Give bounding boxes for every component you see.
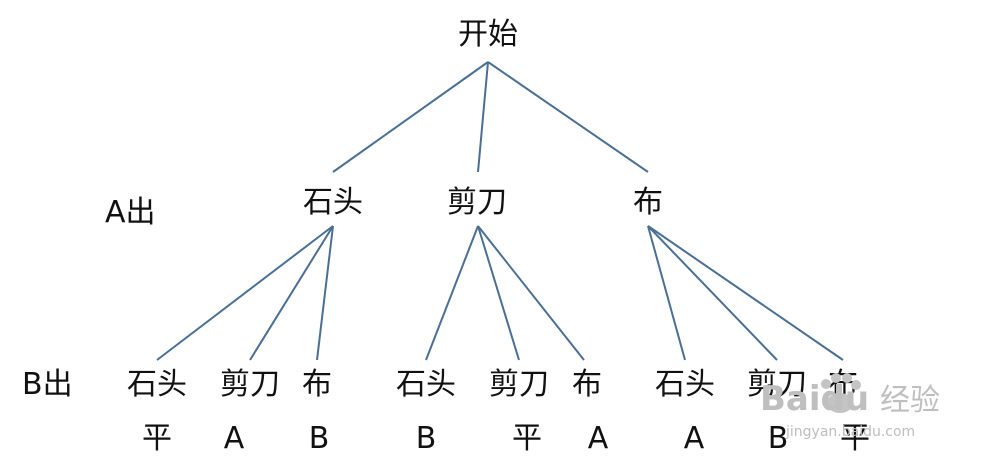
edge-a-rock-to-b-rock: [156, 225, 334, 361]
watermark-logo-text: Baidu: [760, 379, 869, 419]
b-node-rock-3: 石头: [655, 367, 715, 402]
b-node-scissors-2: 剪刀: [489, 367, 549, 402]
b-node-scissors-3: 剪刀: [747, 367, 807, 402]
b-result-5: 平: [512, 421, 542, 456]
a-node-rock: 石头: [303, 185, 363, 220]
level-label-b: B出: [22, 367, 73, 402]
watermark-url: jingyan.baidu.com: [785, 424, 915, 440]
edge-a-paper-to-b-scissors: [647, 225, 778, 361]
b-result-7: A: [684, 421, 705, 456]
b-result-6: A: [588, 421, 609, 456]
b-node-paper-1: 布: [302, 367, 332, 402]
edge-a-rock-to-b-paper: [316, 225, 334, 361]
b-result-9: 平: [840, 421, 870, 456]
root-node-start: 开始: [458, 17, 518, 52]
baidu-jingyan-watermark: Baidu 经验 jingyan.baidu.com: [760, 373, 940, 440]
b-result-3: B: [309, 421, 330, 456]
tree-edges: [156, 61, 844, 361]
edge-root-to-a-scissors: [477, 61, 489, 173]
b-result-2: A: [224, 421, 245, 456]
b-node-rock-1: 石头: [127, 367, 187, 402]
b-result-8: B: [768, 421, 789, 456]
edge-a-paper-to-b-rock: [647, 225, 686, 361]
level-label-a: A出: [105, 195, 156, 230]
edge-a-scissors-to-b-paper: [477, 225, 585, 361]
edge-root-to-a-paper: [487, 61, 649, 173]
edge-a-rock-to-b-scissors: [249, 225, 334, 361]
edge-root-to-a-rock: [332, 61, 489, 173]
a-node-paper: 布: [633, 185, 663, 220]
watermark-jingyan-text: 经验: [880, 383, 940, 418]
b-node-paper-2: 布: [572, 367, 602, 402]
b-result-1: 平: [142, 421, 172, 456]
b-node-scissors-1: 剪刀: [220, 367, 280, 402]
edge-a-scissors-to-b-rock: [425, 225, 479, 361]
b-result-4: B: [416, 421, 437, 456]
b-node-rock-2: 石头: [396, 367, 456, 402]
edge-a-paper-to-b-paper: [647, 225, 844, 361]
edge-a-scissors-to-b-scissors: [477, 225, 520, 361]
paw-icon: [821, 373, 861, 413]
a-node-scissors: 剪刀: [447, 185, 507, 220]
